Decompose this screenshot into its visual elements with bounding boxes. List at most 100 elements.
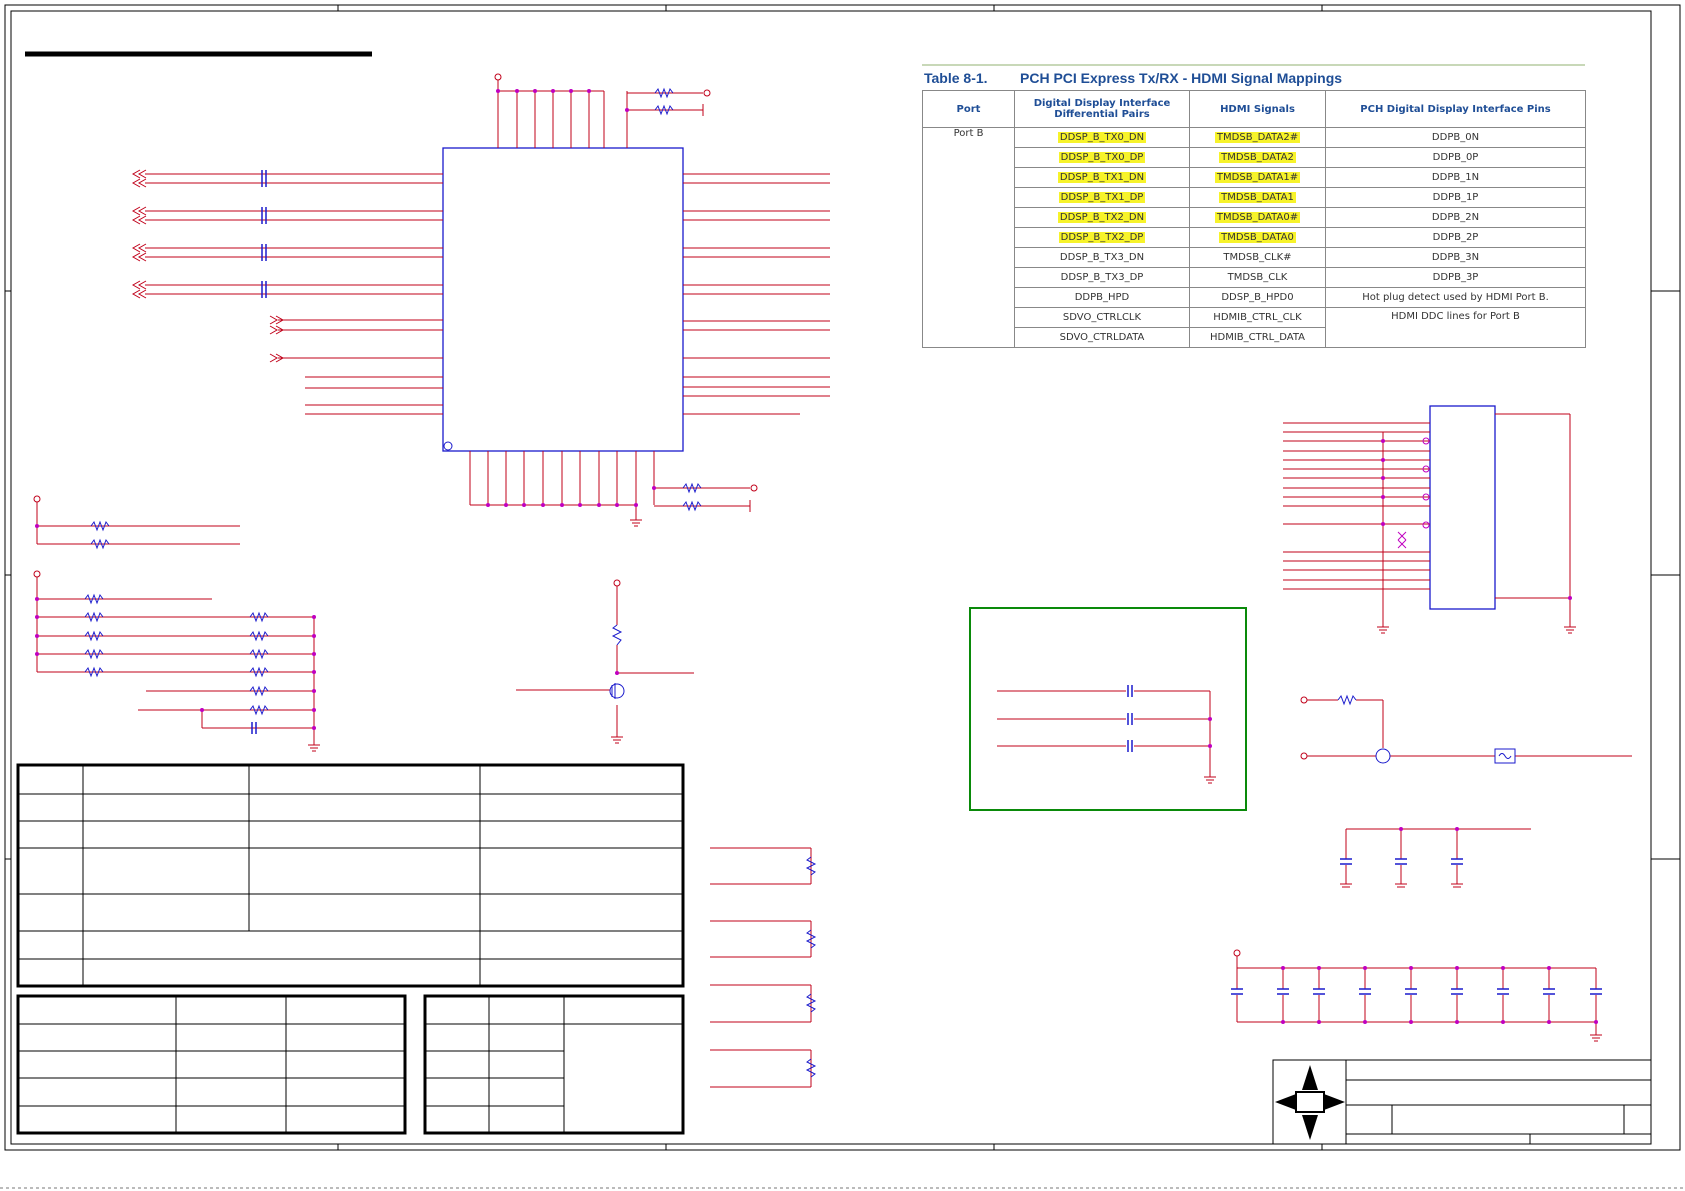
hpd-circuit <box>1300 696 1632 760</box>
table-title-row: Table 8-1.PCH PCI Express Tx/RX - HDMI S… <box>922 64 1585 90</box>
table-row: DDSP_B_TX1_DP TMDSB_DATA1 DDPB_1P <box>922 187 1586 208</box>
ddi-cell: SDVO_CTRLCLK <box>1014 307 1190 328</box>
hdmi-cell: TMDSB_DATA2 <box>1189 147 1326 168</box>
table-body: Port B DDSP_B_TX0_DN TMDSB_DATA2# DDPB_0… <box>922 127 1586 348</box>
pin-cell: DDPB_2P <box>1325 227 1586 248</box>
hdmi-cell: TMDSB_DATA0 <box>1189 227 1326 248</box>
table-row: DDSP_B_TX2_DP TMDSB_DATA0 DDPB_2P <box>922 227 1586 248</box>
strap-resistors-1-r <box>90 520 110 550</box>
strap-resistors-2-r <box>84 593 269 734</box>
decoupling-caps-2 <box>1233 949 1602 1042</box>
decoupling-caps-2-plates <box>1231 988 1602 995</box>
company-logo-icon <box>1275 1065 1345 1140</box>
mosfet-symbol <box>609 624 625 699</box>
ic-top-pins <box>494 73 711 148</box>
ic-bottom-ground <box>630 519 642 527</box>
ddi-cell: DDSP_B_TX2_DN <box>1014 207 1190 228</box>
approval-table <box>16 994 407 1135</box>
ddi-text: DDSP_B_TX0_DP <box>1058 152 1146 163</box>
ddi-text: DDSP_B_TX1_DN <box>1057 172 1147 183</box>
table-row: SDVO_CTRLDATA HDMIB_CTRL_DATA <box>922 327 1586 348</box>
table-row: DDSP_B_TX2_DN TMDSB_DATA0# DDPB_2N <box>922 207 1586 228</box>
table-header-row: Port Digital Display Interface Different… <box>922 90 1586 128</box>
hdmi-cell: TMDSB_DATA0# <box>1189 207 1326 228</box>
table-row: DDPB_HPD DDSP_B_HPD0 Hot plug detect use… <box>922 287 1586 308</box>
pin-cell: DDPB_3N <box>1325 247 1586 268</box>
hdmi-connector-junctions <box>1381 439 1572 600</box>
ddi-cell: DDSP_B_TX1_DP <box>1014 187 1190 208</box>
hdmi-text: TMDSB_DATA1# <box>1214 172 1301 183</box>
table-row: Port B DDSP_B_TX0_DN TMDSB_DATA2# DDPB_0… <box>922 127 1586 348</box>
mosfet-circuit <box>516 579 694 744</box>
main-ic[interactable] <box>442 147 684 452</box>
left-diff-pairs <box>145 173 443 415</box>
signal-mapping-table: Table 8-1.PCH PCI Express Tx/RX - HDMI S… <box>922 64 1586 348</box>
ddi-cell: SDVO_CTRLDATA <box>1014 327 1190 348</box>
pin-cell: DDPB_0P <box>1325 147 1586 168</box>
decoupling-caps-1 <box>1340 828 1531 888</box>
hdmi-text: TMDSB_DATA0# <box>1214 212 1301 223</box>
table-title: PCH PCI Express Tx/RX - HDMI Signal Mapp… <box>1020 70 1343 86</box>
ic-bottom-pins <box>469 451 758 520</box>
hdmi-cell: TMDSB_DATA2# <box>1189 127 1326 148</box>
ac-coupling-caps <box>261 170 267 298</box>
hdmi-text: TMDSB_DATA0 <box>1219 232 1296 243</box>
ic-right-signals <box>683 173 830 415</box>
pin-cell: DDPB_1N <box>1325 167 1586 188</box>
hdmi-connector[interactable] <box>1429 405 1496 610</box>
table-row: DDSP_B_TX0_DP TMDSB_DATA2 DDPB_0P <box>922 147 1586 168</box>
strap-resistors-1 <box>33 495 240 545</box>
notes-table <box>423 994 685 1135</box>
ddi-cell: DDPB_HPD <box>1014 287 1190 308</box>
strap-junctions <box>35 597 316 730</box>
ddi-cell: DDSP_B_TX0_DN <box>1014 127 1190 148</box>
revision-table <box>16 763 685 988</box>
table-row: DDSP_B_TX3_DP TMDSB_CLK DDPB_3P <box>922 267 1586 288</box>
termination-resistors <box>710 847 812 1088</box>
title-block <box>1272 1059 1652 1145</box>
decoupling-caps-1-plates <box>1340 858 1463 865</box>
pin-cell: Hot plug detect used by HDMI Port B. <box>1325 287 1586 308</box>
mapping-table: Port Digital Display Interface Different… <box>922 90 1586 348</box>
ddi-cell: DDSP_B_TX1_DN <box>1014 167 1190 188</box>
table-row: DDSP_B_TX3_DN TMDSB_CLK# DDPB_3N <box>922 247 1586 268</box>
pin-cell: DDPB_0N <box>1325 127 1586 148</box>
ic-bottom-resistors <box>682 482 702 512</box>
hdmi-cell: TMDSB_CLK# <box>1189 247 1326 268</box>
header-hdmi-signals: HDMI Signals <box>1189 90 1326 128</box>
hdmi-cell: TMDSB_DATA1 <box>1189 187 1326 208</box>
ddi-text: DDSP_B_TX0_DN <box>1057 132 1147 143</box>
sheet-border <box>4 4 1681 1151</box>
hdmi-text: TMDSB_DATA1 <box>1219 192 1296 203</box>
ddi-cell: DDSP_B_TX2_DP <box>1014 227 1190 248</box>
ddi-cell: DDSP_B_TX3_DN <box>1014 247 1190 268</box>
pin-cell: HDMI DDC lines for Port B <box>1325 307 1586 348</box>
table-row: SDVO_CTRLCLK HDMIB_CTRL_CLK HDMI DDC lin… <box>922 307 1586 348</box>
hdmi-cell: HDMIB_CTRL_CLK <box>1189 307 1326 328</box>
offpage-connectors-left <box>131 169 285 363</box>
header-ddi-pairs: Digital Display Interface Differential P… <box>1014 90 1190 128</box>
hpd-components <box>1337 694 1516 764</box>
decoupling-caps-1-junctions <box>1399 827 1459 831</box>
junction <box>35 524 39 528</box>
pin-cell: DDPB_1P <box>1325 187 1586 208</box>
junction <box>615 671 619 675</box>
ddi-text: DDSP_B_TX1_DP <box>1058 192 1146 203</box>
hdmi-cell: DDSP_B_HPD0 <box>1189 287 1326 308</box>
hdmi-connector-pins <box>1283 413 1576 634</box>
pin-cell: DDPB_3P <box>1325 267 1586 288</box>
ddi-text: DDSP_B_TX2_DP <box>1058 232 1146 243</box>
header-port: Port <box>922 90 1015 128</box>
ddi-text: DDSP_B_TX2_DN <box>1057 212 1147 223</box>
decoupling-caps-2-junctions <box>1281 966 1598 1024</box>
hdmi-text: TMDSB_DATA2 <box>1219 152 1296 163</box>
ddi-cell: DDSP_B_TX0_DP <box>1014 147 1190 168</box>
hdmi-connector-pin-circles <box>1397 437 1430 549</box>
termination-resistor-bodies <box>805 856 817 1078</box>
hdmi-cell: HDMIB_CTRL_DATA <box>1189 327 1326 348</box>
table-row: DDSP_B_TX1_DN TMDSB_DATA1# DDPB_1N <box>922 167 1586 188</box>
ddi-cell: DDSP_B_TX3_DP <box>1014 267 1190 288</box>
hdmi-cell: TMDSB_CLK <box>1189 267 1326 288</box>
ic-top-resistors <box>654 87 674 116</box>
